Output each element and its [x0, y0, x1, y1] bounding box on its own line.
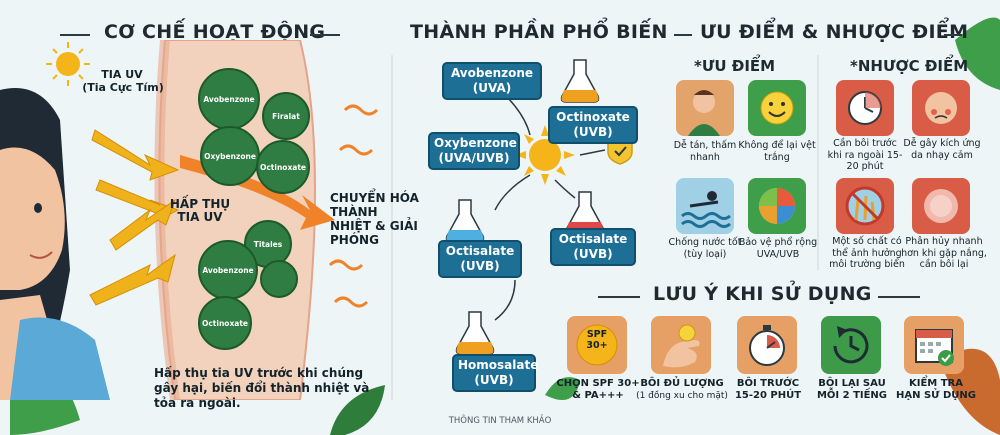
shield-check-icon	[607, 137, 633, 165]
chem-avobenzone: Avobenzone(UVA)	[442, 62, 542, 100]
section-title-mechanism: CƠ CHẾ HOẠT ĐỘNG	[104, 21, 326, 43]
tip-caption: CHỌN SPF 30+& PA+++	[556, 378, 640, 401]
chem-octinoxate: Octinoxate(UVB)	[548, 106, 638, 144]
no-coral-icon	[845, 186, 885, 226]
uv-label: TIA UV	[101, 68, 143, 81]
con-tile-marine	[836, 178, 894, 234]
spf-badge: SPF 30+	[586, 329, 608, 351]
pros-title: *ƯU ĐIỂM	[694, 57, 776, 75]
person-skin-icon	[688, 90, 720, 136]
uv-sublabel: (Tia Cực Tím)	[82, 81, 164, 94]
fading-circle-icon	[924, 189, 958, 223]
section-title-usage: LƯU Ý KHI SỬ DỤNG	[653, 283, 872, 305]
title-rule	[944, 34, 962, 36]
mechanism-illustration	[0, 40, 379, 400]
chem-oxybenzone: Oxybenzone(UVA/UVB)	[428, 132, 520, 170]
tip-expiry	[904, 316, 964, 374]
con-tile-clock	[836, 80, 894, 136]
uv-arrows	[89, 129, 180, 306]
ingredients-diagram	[445, 59, 633, 355]
hand-coin-icon	[663, 324, 700, 368]
mechanism-caption: Hấp thụ tia UV trước khi chúng gây hại, …	[154, 366, 370, 410]
tip-before	[737, 316, 797, 374]
section-title-pros-cons: ƯU ĐIỂM & NHƯỢC ĐIỂM	[700, 21, 969, 43]
pro-tile-water	[676, 178, 734, 234]
chem-homosalate: Homosalate(UVB)	[452, 354, 538, 392]
title-rule	[310, 34, 340, 36]
con-tile-degrade	[912, 178, 970, 234]
pro-tile-absorb	[676, 80, 734, 136]
flask-icon	[455, 311, 495, 355]
con-tile-irritation	[912, 80, 970, 136]
pro-tile-smile	[748, 80, 806, 136]
cell-firalat: Firalat	[262, 92, 310, 140]
footer-note: THÔNG TIN THAM KHẢO	[448, 416, 552, 426]
flask-icon	[560, 59, 600, 103]
sun-icon	[515, 125, 575, 185]
title-rule	[878, 296, 920, 298]
heat-waves	[328, 104, 379, 308]
chem-octisalate: Octisalate(UVB)	[438, 240, 522, 278]
calendar-check-icon	[915, 329, 954, 366]
swimmer-icon	[681, 191, 731, 228]
tip-spf	[567, 316, 627, 374]
section-title-ingredients: THÀNH PHẦN PHỔ BIẾN	[410, 21, 668, 43]
cell-octinoxate: Octinoxate	[256, 140, 310, 194]
con-caption: Cần bôi trước khi ra ngoài 15-20 phút	[827, 138, 903, 172]
chem-octisalate-2: Octisalate(UVB)	[550, 228, 636, 266]
con-caption: Phân hủy nhanh hơn khi gặp nắng, cần bôi…	[901, 236, 987, 270]
cell-oxybenzone: Oxybenzone	[200, 126, 260, 186]
stopwatch-icon	[749, 325, 785, 366]
cell-octinoxate: Octinoxate	[198, 296, 252, 350]
cell-avobenzone: Avobenzone	[198, 240, 258, 300]
con-caption: Dễ gây kích ứng da nhạy cảm	[903, 138, 981, 161]
pro-caption: Dễ tán, thấm nhanh	[673, 140, 737, 163]
smile-icon	[760, 91, 794, 125]
spectrum-wheel-icon	[759, 188, 795, 224]
convert-label: CHUYỂN HÓA THÀNH NHIỆT & GIẢI PHÓNG	[330, 191, 419, 247]
woman-icon	[0, 88, 110, 400]
spf-sun-icon	[576, 324, 618, 366]
tip-caption: BÔI ĐỦ LƯỢNG(1 đồng xu cho mặt)	[636, 378, 728, 401]
pro-tile-spectrum	[748, 178, 806, 234]
title-rule	[598, 296, 640, 298]
tip-reapply	[821, 316, 881, 374]
sun-icon	[46, 42, 90, 86]
absorb-label: HẤP THỤ TIA UV	[169, 197, 231, 224]
pro-caption: Không để lại vệt trắng	[738, 140, 816, 163]
clock-icon	[848, 91, 882, 125]
title-rule	[674, 34, 692, 36]
reapply-clock-icon	[833, 326, 869, 364]
irritated-face-icon	[925, 92, 957, 124]
flask-icon	[445, 199, 485, 243]
cell	[260, 260, 298, 298]
pro-caption: Bảo vệ phổ rộng UVA/UVB	[738, 237, 818, 260]
tip-amount	[651, 316, 711, 374]
pro-caption: Chống nước tốt (tùy loại)	[668, 237, 742, 260]
con-caption: Một số chất có thể ảnh hưởng môi trường …	[829, 236, 905, 270]
cell-avobenzone: Avobenzone	[198, 68, 260, 130]
cons-title: *NHƯỢC ĐIỂM	[850, 57, 969, 75]
title-rule	[60, 34, 90, 36]
